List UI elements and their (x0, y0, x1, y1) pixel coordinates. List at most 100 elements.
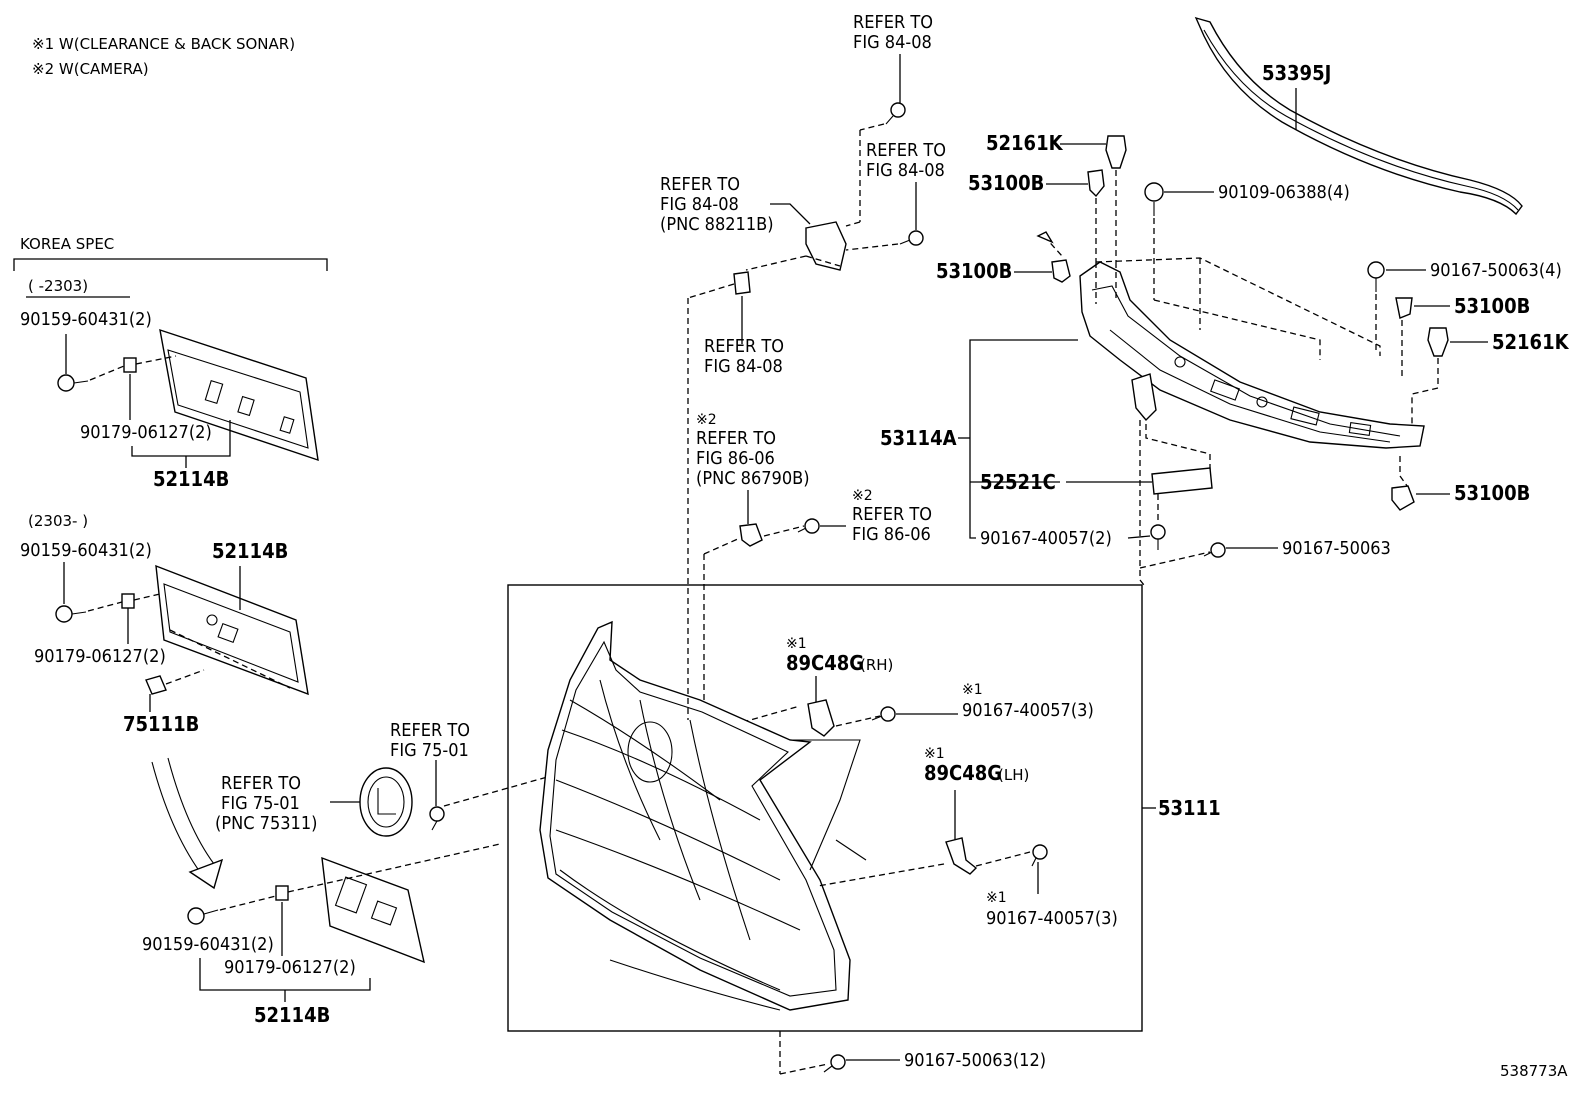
refer-84-08-d-line1: REFER TO (704, 336, 784, 357)
clip-90179-a (123, 357, 137, 373)
clip-52161K-right (1427, 327, 1449, 357)
license-plate-bracket-2 (155, 564, 309, 696)
emblem (359, 767, 413, 837)
label-90109-06388-4: 90109-06388(4) (1218, 182, 1350, 203)
label-53100B-1: 53100B (968, 171, 1044, 195)
mark-1-lh-bolt: ※1 (986, 890, 1007, 906)
bolt-90109 (1144, 182, 1164, 216)
label-53100B-3: 53100B (1454, 294, 1530, 318)
label-rh: (RH) (860, 656, 893, 674)
bolt-90159-a (57, 374, 89, 392)
bolt-90159-b (55, 605, 87, 623)
refer-84-08-b-line2: FIG 84-08 (866, 160, 945, 181)
bolt-90167-40057-2 (1150, 524, 1166, 550)
label-90167-50063: 90167-50063 (1282, 538, 1391, 559)
label-90179-06127-c: 90179-06127(2) (224, 957, 356, 978)
sensor-89C48G-lh (945, 837, 978, 875)
refer-84-08-a-line1: REFER TO (853, 12, 933, 33)
refer-86-06-b-line1: REFER TO (852, 504, 932, 525)
clip-90179-b (121, 593, 135, 609)
label-53111: 53111 (1158, 796, 1221, 820)
mark-2-camera: ※2 (696, 412, 717, 428)
label-90159-60431-a: 90159-60431(2) (20, 309, 152, 330)
refer-84-08-d-line2: FIG 84-08 (704, 356, 783, 377)
mark-1-rh-bolt: ※1 (962, 682, 983, 698)
radiator-grille (539, 620, 867, 1011)
bolt-90167-50063 (1203, 542, 1226, 558)
label-53395J: 53395J (1262, 61, 1331, 85)
mark-1-rh: ※1 (786, 636, 807, 652)
label-90167-40057-3-a: 90167-40057(3) (962, 700, 1094, 721)
korea-range-1: ( -2303) (28, 277, 88, 295)
label-90159-60431-b: 90159-60431(2) (20, 540, 152, 561)
korea-range-2: (2303- ) (28, 512, 88, 530)
refer-75-01-b-line3: (PNC 75311) (215, 813, 317, 834)
radar-sensor (805, 221, 847, 271)
refer-75-01-a-line2: FIG 75-01 (390, 740, 469, 761)
clip-53100B-3 (1395, 297, 1413, 319)
license-plate-bracket-3 (321, 856, 425, 964)
label-75111B: 75111B (123, 712, 199, 736)
radar-bracket-clip (733, 271, 751, 295)
label-52521C: 52521C (980, 470, 1056, 494)
sensor-89C48G-rh (807, 699, 835, 737)
bolt-90159-c (187, 907, 219, 925)
refer-84-08-c-line3: (PNC 88211B) (660, 214, 774, 235)
note-2: ※2 W(CAMERA) (32, 60, 149, 78)
label-52161K-top: 52161K (986, 131, 1064, 155)
bolt-rh-sensor (871, 706, 896, 722)
label-89C48G-rh: 89C48G (786, 651, 864, 675)
bolt-emblem (429, 806, 445, 831)
camera (739, 523, 763, 547)
direction-arrow-b (167, 757, 215, 865)
label-90167-50063-4: 90167-50063(4) (1430, 260, 1562, 281)
korea-spec-title: KOREA SPEC (20, 235, 114, 253)
bolt-radar-right (899, 230, 924, 246)
clip-53100B-4 (1391, 485, 1415, 511)
refer-84-08-b-line1: REFER TO (866, 140, 946, 161)
refer-86-06-a-line2: FIG 86-06 (696, 448, 775, 469)
refer-84-08-a-line2: FIG 84-08 (853, 32, 932, 53)
refer-75-01-b-line1: REFER TO (221, 773, 301, 794)
label-53100B-4: 53100B (1454, 481, 1530, 505)
label-90179-06127-b: 90179-06127(2) (34, 646, 166, 667)
refer-86-06-a-line1: REFER TO (696, 428, 776, 449)
bolt-90167-50063-12 (823, 1054, 846, 1073)
clip-90179-c (275, 885, 289, 901)
bolt-camera (797, 518, 820, 534)
label-90179-06127-a: 90179-06127(2) (80, 422, 212, 443)
bolt-lh-sensor (1031, 844, 1048, 867)
label-53100B-2: 53100B (936, 259, 1012, 283)
grille-upper-molding-53395J (1194, 16, 1523, 216)
label-52114B-a: 52114B (153, 467, 229, 491)
refer-84-08-c-line1: REFER TO (660, 174, 740, 195)
refer-84-08-c-line2: FIG 84-08 (660, 194, 739, 215)
bolt-90167-50063-4 (1367, 261, 1385, 292)
label-90159-60431-c: 90159-60431(2) (142, 934, 274, 955)
korea-spec-bracket (13, 258, 328, 271)
mark-2-camera-bolt: ※2 (852, 488, 873, 504)
label-90167-50063-12: 90167-50063(12) (904, 1050, 1046, 1071)
diagram-id: 538773A (1500, 1062, 1568, 1080)
refer-75-01-b-line2: FIG 75-01 (221, 793, 300, 814)
part-75111B-shape (145, 675, 167, 695)
refer-86-06-b-line2: FIG 86-06 (852, 524, 931, 545)
license-plate-bracket-1 (159, 328, 319, 462)
label-52114B-b: 52114B (212, 539, 288, 563)
label-52114B-c: 52114B (254, 1003, 330, 1027)
label-lh: (LH) (998, 766, 1029, 784)
radiator-support-53114A (1079, 261, 1425, 449)
refer-86-06-a-line3: (PNC 86790B) (696, 468, 810, 489)
clip-53100B-1 (1087, 169, 1105, 198)
direction-arrow-a (151, 761, 201, 873)
clip-53100B-2 (1051, 259, 1071, 283)
label-90167-40057-2: 90167-40057(2) (980, 528, 1112, 549)
label-89C48G-lh: 89C48G (924, 761, 1002, 785)
clip-52161K-top (1105, 135, 1127, 169)
label-90167-40057-3-b: 90167-40057(3) (986, 908, 1118, 929)
label-52161K-right: 52161K (1492, 330, 1570, 354)
mark-1-lh: ※1 (924, 746, 945, 762)
bracket-52521C (1151, 467, 1213, 495)
refer-75-01-a-line1: REFER TO (390, 720, 470, 741)
